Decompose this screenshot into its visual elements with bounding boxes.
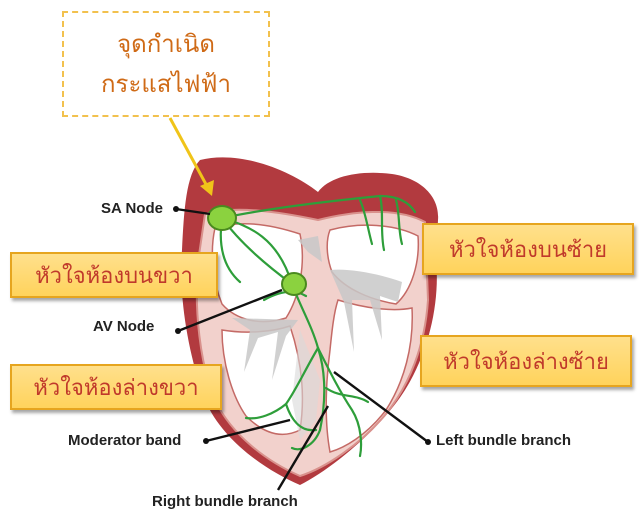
moderator-band-label: Moderator band <box>68 432 181 449</box>
right-bundle-branch-label: Right bundle branch <box>152 493 298 510</box>
left-atrium-label: หัวใจห้องบนซ้าย <box>422 223 634 275</box>
av-node <box>282 273 306 295</box>
origin-callout: จุดกำเนิด กระแสไฟฟ้า <box>62 11 270 117</box>
right-atrium-label: หัวใจห้องบนขวา <box>10 252 218 298</box>
left-bundle-branch-label: Left bundle branch <box>436 432 571 449</box>
callout-line-2: กระแสไฟฟ้า <box>101 64 231 104</box>
right-ventricle-label: หัวใจห้องล่างขวา <box>10 364 222 410</box>
sa-node-label: SA Node <box>101 200 163 217</box>
av-node-label: AV Node <box>93 318 154 335</box>
callout-line-1: จุดกำเนิด <box>117 24 215 64</box>
sa-node <box>208 206 236 230</box>
left-ventricle-label: หัวใจห้องล่างซ้าย <box>420 335 632 387</box>
